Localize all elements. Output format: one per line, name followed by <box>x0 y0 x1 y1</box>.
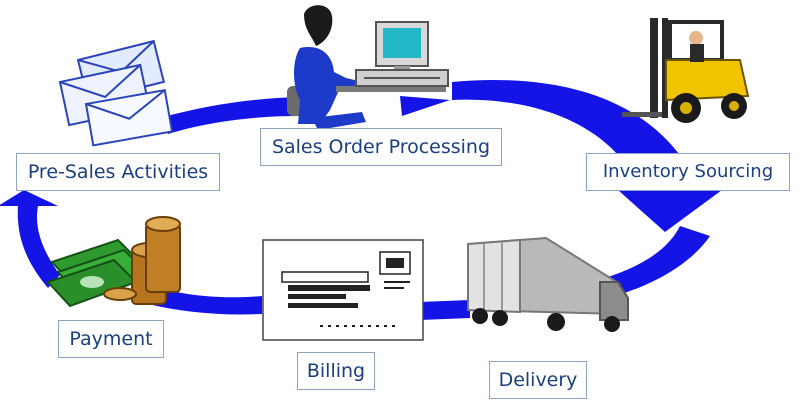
arrow-inventory-to-delivery <box>598 226 710 300</box>
step-label-inventory-sourcing: Inventory Sourcing <box>586 153 790 191</box>
invoice-icon <box>262 239 424 341</box>
step-label-delivery: Delivery <box>489 361 587 399</box>
step-label-payment: Payment <box>58 320 164 358</box>
computer-operator-icon <box>287 5 449 130</box>
cycle-arrows <box>0 79 722 320</box>
forklift-icon <box>622 18 750 123</box>
step-label-billing: Billing <box>297 352 375 390</box>
step-label-pre-sales-activities: Pre-Sales Activities <box>16 153 220 191</box>
step-label-sales-order-processing: Sales Order Processing <box>260 128 502 166</box>
arrow-payment-to-presales <box>0 190 60 288</box>
envelopes-icon <box>58 39 174 147</box>
truck-icon <box>467 236 629 332</box>
money-icon <box>46 216 181 308</box>
arrow-billing-to-payment <box>148 286 262 315</box>
arrow-presales-to-sales-tip <box>400 96 450 116</box>
arrow-sales-to-inventory <box>452 79 722 232</box>
arrow-delivery-to-billing <box>420 300 470 320</box>
arrow-presales-to-sales <box>160 97 300 134</box>
